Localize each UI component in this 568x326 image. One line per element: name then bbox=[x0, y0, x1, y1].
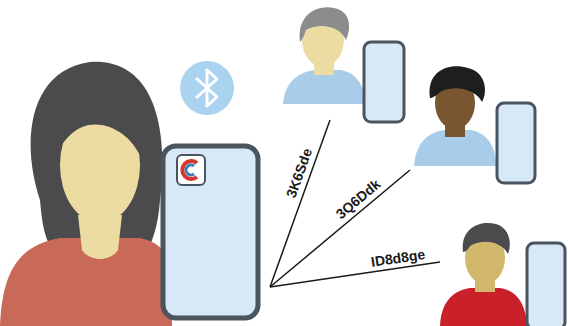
signal-lines bbox=[270, 120, 440, 287]
person-grey-hair bbox=[283, 7, 404, 122]
woman-figure bbox=[0, 62, 172, 326]
person-dark-hair bbox=[414, 66, 535, 183]
bluetooth-icon bbox=[180, 61, 234, 115]
main-phone bbox=[163, 146, 258, 318]
person-red-shirt bbox=[440, 223, 565, 326]
code-label: 3K6Sde bbox=[284, 147, 315, 200]
